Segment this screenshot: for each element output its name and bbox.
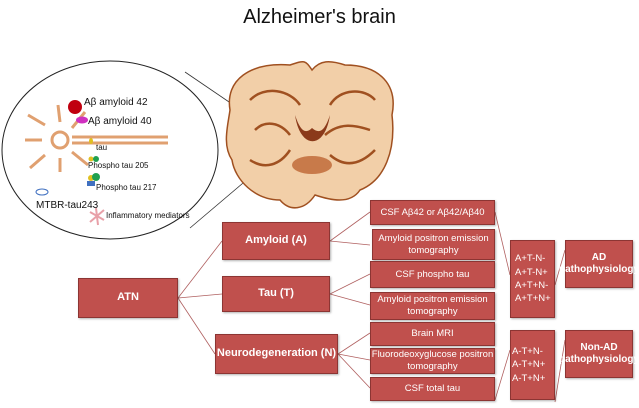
label-phospho-tau-205: Phospho tau 205 bbox=[88, 161, 149, 170]
ad-profiles-box: A+T-N- A+T-N+ A+T+N- A+T+N+ bbox=[510, 240, 555, 318]
label-amyloid-40: Aβ amyloid 40 bbox=[88, 116, 152, 127]
profile: A+T-N+ bbox=[515, 266, 548, 278]
biomarker-csf-total-tau: CSF total tau bbox=[370, 377, 495, 401]
phospho-tau-205-icon bbox=[88, 156, 94, 162]
label-inflammatory-mediators: Inflammatory mediators bbox=[106, 211, 190, 220]
amyloid-box: Amyloid (A) bbox=[222, 222, 330, 260]
non-ad-pathophysiology-box: Non-AD pathophysiology bbox=[559, 330, 639, 378]
inflammatory-cell-icon bbox=[89, 207, 105, 226]
mtbr-tau-icon bbox=[35, 188, 49, 196]
profile: A+T-N- bbox=[515, 253, 546, 265]
ad-pathophysiology-box: AD pathophysiology bbox=[559, 240, 639, 288]
biomarker-fdg-pet: Fluorodeoxyglucose positron tomography bbox=[370, 348, 495, 374]
amyloid-42-icon bbox=[68, 100, 82, 114]
atn-box: ATN bbox=[78, 278, 178, 318]
biomarker-brain-mri: Brain MRI bbox=[370, 322, 495, 346]
profile: A+T+N- bbox=[515, 280, 549, 291]
label-phospho-tau-217: Phospho tau 217 bbox=[96, 183, 157, 192]
label-mtbr-tau243: MTBR-tau243 bbox=[36, 200, 99, 211]
label-amyloid-42: Aβ amyloid 42 bbox=[84, 97, 148, 108]
tau-icon bbox=[89, 138, 93, 144]
profile: A+T+N+ bbox=[515, 293, 551, 305]
amyloid-40-icon bbox=[76, 116, 88, 124]
label-tau: tau bbox=[96, 143, 108, 152]
profile: A-T+N+ bbox=[512, 372, 546, 384]
neurodegeneration-box: Neurodegeneration (N) bbox=[215, 334, 338, 374]
non-ad-profiles-box: A-T+N- A-T+N+ A-T+N+ bbox=[510, 330, 555, 400]
tau-box: Tau (T) bbox=[222, 276, 330, 312]
biomarker-csf-phospho-tau: CSF phospho tau bbox=[370, 261, 495, 288]
biomarker-amyloid-pet-2: Amyloid positron emission tomography bbox=[370, 292, 495, 320]
profile: A-T+N+ bbox=[512, 359, 546, 371]
profile: A-T+N- bbox=[512, 346, 543, 358]
diagram-title: Alzheimer's brain bbox=[243, 6, 396, 28]
connector-lines bbox=[177, 211, 566, 403]
biomarker-csf-abeta: CSF Aβ42 or Aβ42/Aβ40 bbox=[370, 200, 495, 225]
phospho-tau-217-icon bbox=[87, 181, 95, 186]
inset-ellipse bbox=[1, 60, 219, 240]
biomarker-amyloid-pet: Amyloid positron emission tomography bbox=[372, 229, 495, 260]
brain-icon bbox=[225, 60, 394, 209]
